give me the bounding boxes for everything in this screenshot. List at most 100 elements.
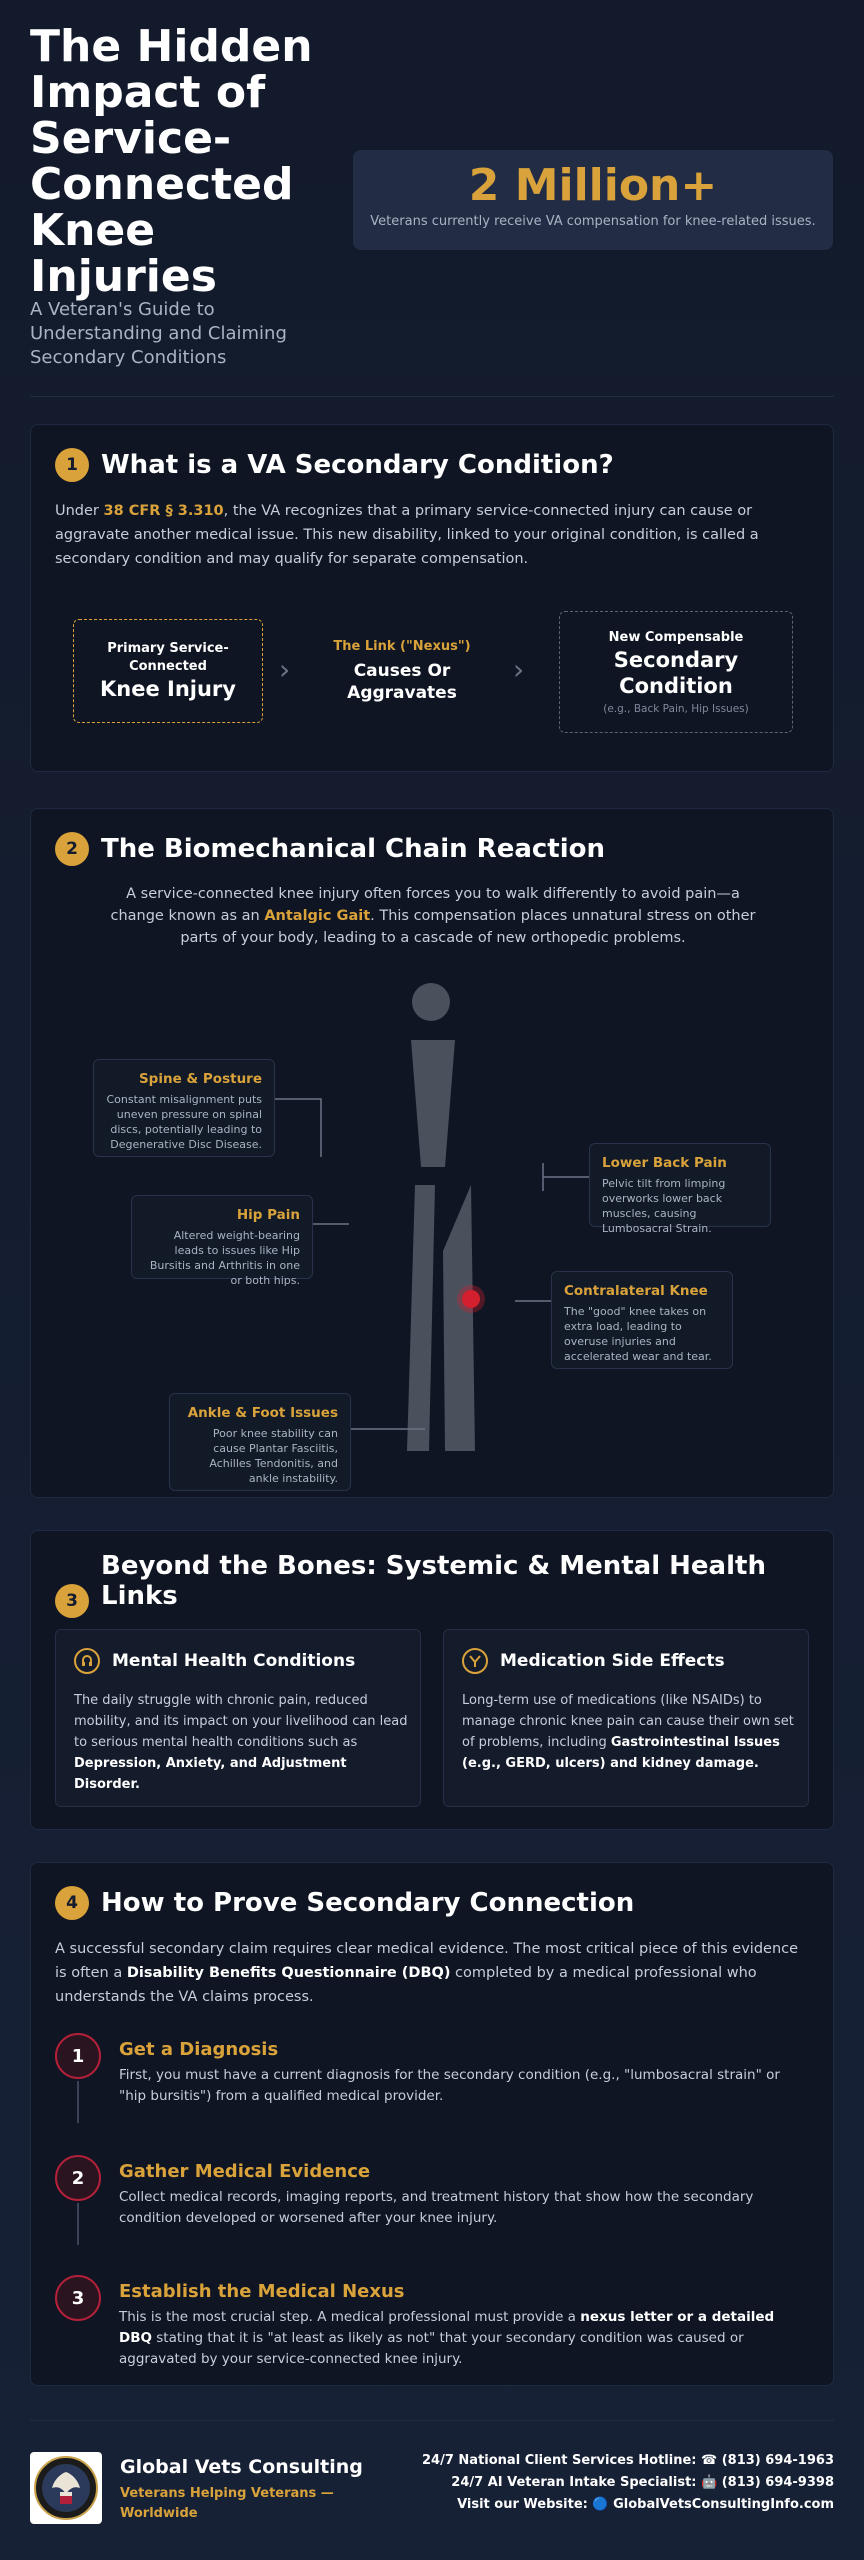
section-number-badge: 3 <box>55 1584 89 1618</box>
page-title: The Hidden Impact of Service-Connected K… <box>30 21 313 302</box>
section-header: 3 Beyond the Bones: Systemic & Mental He… <box>55 1551 801 1618</box>
hero: The Hidden Impact of Service-Connected K… <box>30 24 834 384</box>
section-title: What is a VA Secondary Condition? <box>101 450 614 480</box>
section-header: 4 How to Prove Secondary Connection <box>55 1883 634 1923</box>
body-text-part: completed by a medical professional who … <box>55 1965 757 2005</box>
step-connector <box>77 2081 79 2123</box>
card-text-emphasis: Depression, Anxiety, and Adjustment Diso… <box>74 1756 347 1792</box>
regulation-citation: 38 CFR § 3.310 <box>103 503 224 519</box>
stat-card: 2 Million+ Veterans currently receive VA… <box>353 150 833 250</box>
flow-secondary-box: New Compensable Secondary Condition (e.g… <box>559 611 793 733</box>
callout-title: Contralateral Knee <box>564 1283 708 1299</box>
brain-icon-glyph <box>82 1655 92 1666</box>
section-number-badge: 4 <box>55 1886 89 1920</box>
step-text: Collect medical records, imaging reports… <box>119 2187 811 2229</box>
step-connector <box>77 2203 79 2245</box>
arrow-right-icon: › <box>279 653 291 686</box>
stat-caption: Veterans currently receive VA compensati… <box>370 214 816 229</box>
callout-hip: Hip Pain Altered weight-bearing leads to… <box>131 1195 313 1287</box>
card-text-emphasis: Gastrointestinal Issues (e.g., GERD, ulc… <box>462 1735 780 1771</box>
card-body: The daily struggle with chronic pain, re… <box>74 1690 408 1795</box>
callout-text: Pelvic tilt from limping overworks lower… <box>602 1177 726 1235</box>
connector-lower-back <box>542 1163 589 1191</box>
pain-point-icon <box>462 1290 480 1308</box>
step-text-part: stating that it is "at least as likely a… <box>119 2330 744 2367</box>
arrow-right-icon: › <box>513 653 525 686</box>
flow-link-text: Causes Or Aggravates <box>347 660 457 703</box>
hotline-line: 24/7 National Client Services Hotline: ☎… <box>404 2450 834 2472</box>
pill-icon-glyph <box>469 1655 481 1667</box>
brand-name: Global Vets Consulting <box>120 2456 363 2478</box>
card-header: Medication Side Effects <box>462 1648 725 1674</box>
card-text-part: The daily struggle with chronic pain, re… <box>74 1693 408 1750</box>
figure-head <box>412 983 450 1021</box>
section-title: Beyond the Bones: Systemic & Mental Heal… <box>101 1551 766 1611</box>
flow-primary-label: Primary Service-Connected <box>107 641 229 674</box>
step-text-part: This is the most crucial step. A medical… <box>119 2309 581 2325</box>
flow-secondary-example: (e.g., Back Pain, Hip Issues) <box>603 703 749 715</box>
callout-title: Spine & Posture <box>138 1071 262 1087</box>
flow-primary-box: Primary Service-Connected Knee Injury <box>73 619 263 723</box>
stat-number: 2 Million+ <box>468 160 718 211</box>
step-text-part: First, you must have a current diagnosis… <box>119 2067 780 2104</box>
eagle-seal-icon <box>34 2456 98 2520</box>
intake-phone-link[interactable]: (813) 694-9398 <box>721 2475 834 2490</box>
flow-primary-value: Knee Injury <box>100 677 236 701</box>
figure-right-leg <box>443 1185 475 1451</box>
card-medication-effects: Medication Side Effects Long-term use of… <box>443 1629 809 1807</box>
callout-title: Lower Back Pain <box>602 1155 727 1171</box>
flow-secondary-value: Secondary Condition <box>613 648 739 698</box>
website-line: Visit our Website: 🔵 GlobalVetsConsultin… <box>404 2494 834 2516</box>
step-number: 2 <box>55 2155 101 2201</box>
section-header: 1 What is a VA Secondary Condition? <box>55 445 614 485</box>
website-link[interactable]: GlobalVetsConsultingInfo.com <box>613 2497 834 2512</box>
section-body: Under 38 CFR § 3.310, the VA recognizes … <box>55 499 811 571</box>
body-text-part: A successful secondary claim requires cl… <box>55 1941 799 1981</box>
section-number-badge: 1 <box>55 448 89 482</box>
contact-block: 24/7 National Client Services Hotline: ☎… <box>404 2450 834 2516</box>
callout-lower-back: Lower Back Pain Pelvic tilt from limping… <box>589 1143 771 1235</box>
step-text: This is the most crucial step. A medical… <box>119 2307 811 2370</box>
intake-label: 24/7 AI Veteran Intake Specialist: 🤖 <box>451 2475 718 2490</box>
step-title: Gather Medical Evidence <box>119 2161 371 2182</box>
callout-ankle-foot: Ankle & Foot Issues Poor knee stability … <box>169 1393 351 1491</box>
section-header: 2 The Biomechanical Chain Reaction <box>55 829 605 869</box>
callout-text: Altered weight-bearing leads to issues l… <box>149 1229 300 1287</box>
callout-contralateral-knee: Contralateral Knee The "good" knee takes… <box>551 1271 733 1369</box>
card-title: Mental Health Conditions <box>112 1651 356 1671</box>
company-logo[interactable] <box>30 2452 102 2524</box>
hero-divider <box>30 396 834 397</box>
body-text-part: A service-connected knee injury often fo… <box>110 886 740 924</box>
body-figure-diagram <box>275 983 589 1451</box>
hotline-phone-link[interactable]: (813) 694-1963 <box>721 2453 834 2468</box>
section-title: The Biomechanical Chain Reaction <box>101 834 605 864</box>
callout-title: Ankle & Foot Issues <box>187 1405 338 1421</box>
section-title: How to Prove Secondary Connection <box>101 1888 635 1918</box>
body-text-part: Under <box>55 503 104 519</box>
connector-spine <box>275 1098 322 1157</box>
page-subtitle: A Veteran's Guide to Understanding and C… <box>30 299 287 368</box>
intake-line: 24/7 AI Veteran Intake Specialist: 🤖 (81… <box>404 2472 834 2494</box>
flow-secondary-label: New Compensable <box>608 630 744 645</box>
step-text-part: Collect medical records, imaging reports… <box>119 2189 754 2226</box>
step-title: Establish the Medical Nexus <box>119 2281 405 2302</box>
callout-text: Poor knee stability can cause Plantar Fa… <box>209 1427 338 1485</box>
dbq-emphasis: Disability Benefits Questionnaire (DBQ) <box>126 1965 451 1981</box>
card-header: Mental Health Conditions <box>74 1648 355 1674</box>
antalgic-gait-term: Antalgic Gait <box>264 908 371 924</box>
section-systemic-links: 3 Beyond the Bones: Systemic & Mental He… <box>30 1530 834 1830</box>
card-body: Long-term use of medications (like NSAID… <box>462 1690 796 1774</box>
step-number: 1 <box>55 2033 101 2079</box>
hotline-label: 24/7 National Client Services Hotline: ☎ <box>422 2453 718 2468</box>
pill-icon <box>462 1648 488 1674</box>
card-text-part: Long-term use of medications (like NSAID… <box>462 1693 794 1750</box>
figure-left-leg <box>407 1185 435 1451</box>
callout-text: Constant misalignment puts uneven pressu… <box>106 1093 262 1151</box>
callout-spine: Spine & Posture Constant misalignment pu… <box>93 1059 275 1157</box>
step-number: 3 <box>55 2275 101 2321</box>
footer: Global Vets Consulting Veterans Helping … <box>0 2420 864 2560</box>
brain-icon <box>74 1648 100 1674</box>
section-body: A successful secondary claim requires cl… <box>55 1937 811 2009</box>
body-text-part: . This compensation places unnatural str… <box>180 908 756 946</box>
